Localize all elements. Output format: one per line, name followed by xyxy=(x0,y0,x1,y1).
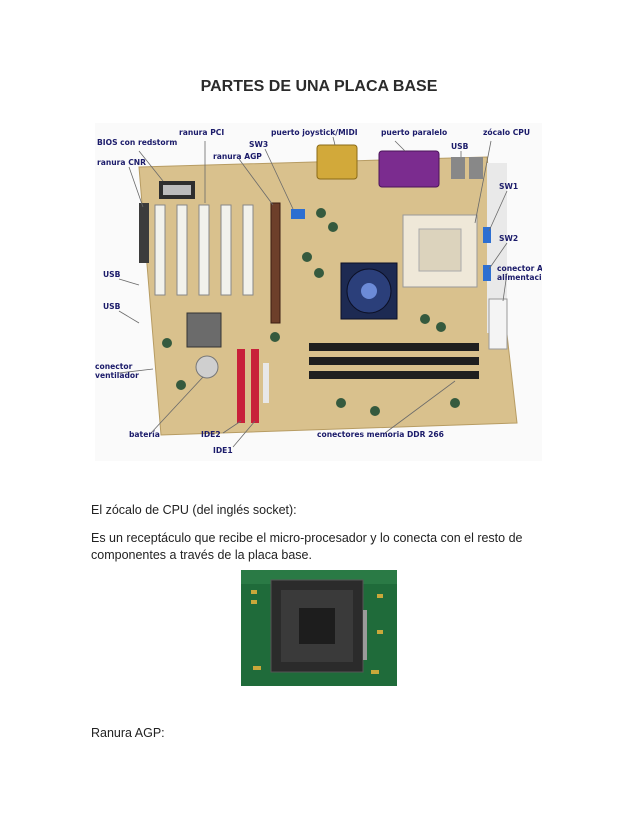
ddr-slot xyxy=(309,371,479,379)
pci-slot xyxy=(220,204,232,296)
socket-heading: El zócalo de CPU (del inglés socket): xyxy=(91,503,297,517)
pci-slot xyxy=(242,204,254,296)
label-sw2: SW2 xyxy=(499,234,518,243)
label-atx-2: alimentación xyxy=(497,273,542,282)
label-bios: BIOS con redstorm xyxy=(97,138,177,147)
label-pci: ranura PCI xyxy=(179,128,224,137)
label-agp: ranura AGP xyxy=(213,152,262,161)
page-title: PARTES DE UNA PLACA BASE xyxy=(200,78,438,95)
parallel-port xyxy=(378,150,440,188)
label-cpu-socket: zócalo CPU xyxy=(483,128,530,137)
sw3-switch xyxy=(291,209,305,219)
ddr-slot xyxy=(309,343,479,351)
label-fan-1: conector xyxy=(95,362,133,371)
label-atx-1: conector ATX xyxy=(497,264,542,273)
socket-description-line1: Es un receptáculo que recibe el micro-pr… xyxy=(91,531,523,545)
label-fan-2: ventilador xyxy=(95,371,139,380)
joystick-port xyxy=(316,144,358,180)
label-joystick: puerto joystick/MIDI xyxy=(271,128,358,137)
socket-description-line2: componentes a través de la placa base. xyxy=(91,548,312,562)
sw2-switch xyxy=(483,265,491,281)
ide-connector xyxy=(237,349,245,423)
label-parallel: puerto paralelo xyxy=(381,128,447,137)
pci-slot xyxy=(154,204,166,296)
atx-connector xyxy=(488,298,508,350)
cnr-slot xyxy=(139,203,149,263)
label-battery: batería xyxy=(129,430,160,439)
sw1-switch xyxy=(483,227,491,243)
ddr-slot xyxy=(309,357,479,365)
battery xyxy=(195,355,219,379)
board-pcb xyxy=(138,156,518,436)
ide-connector xyxy=(251,349,259,423)
motherboard-diagram: BIOS con redstorm ranura PCI puerto joys… xyxy=(95,123,542,461)
pci-slot xyxy=(176,204,188,296)
label-ide2: IDE2 xyxy=(201,430,221,439)
label-sw3: SW3 xyxy=(249,140,268,149)
agp-slot xyxy=(270,202,281,324)
label-usb-top: USB xyxy=(451,142,469,151)
label-ide1: IDE1 xyxy=(213,446,233,455)
chipset xyxy=(186,312,222,348)
pci-slot xyxy=(198,204,210,296)
label-usb-left-1: USB xyxy=(103,270,121,279)
label-cnr: ranura CNR xyxy=(97,158,146,167)
cpu-socket-photo xyxy=(241,570,397,686)
label-usb-left-2: USB xyxy=(103,302,121,311)
label-sw1: SW1 xyxy=(499,182,518,191)
agp-heading: Ranura AGP: xyxy=(91,726,165,740)
label-ddr: conectores memoria DDR 266 xyxy=(317,430,444,439)
